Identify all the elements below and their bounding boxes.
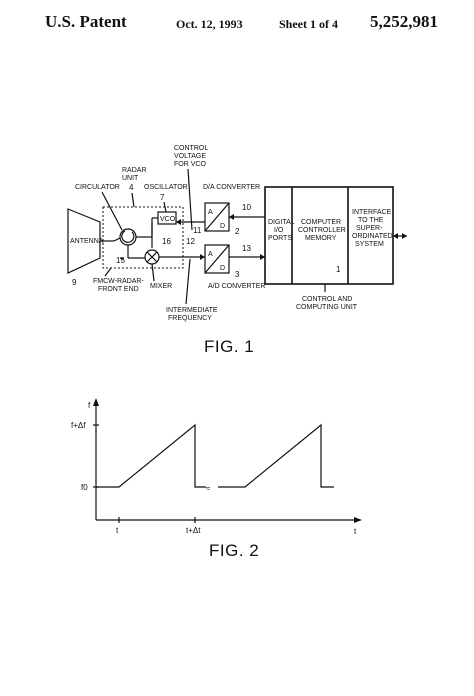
x-tick-t-plus-dt: t+Δt — [186, 526, 201, 535]
ad-output-arrow — [260, 254, 265, 260]
ref-4: 4 — [129, 183, 134, 192]
digital-io-label-2: I/O — [274, 227, 284, 234]
ref-9: 9 — [72, 278, 77, 287]
fig2-caption: FIG. 2 — [209, 541, 259, 560]
ad-converter-box — [204, 244, 230, 274]
control-voltage-label-3: FOR VCO — [174, 161, 206, 168]
ref-10: 10 — [242, 203, 251, 212]
da-converter-label: D/A CONVERTER — [203, 184, 260, 191]
fig2-chart: f f+Δf f0 t t+Δt t ≈ FIG. 2 — [71, 398, 362, 560]
ad-input-arrow — [200, 254, 205, 260]
sheet-number: Sheet 1 of 4 — [279, 17, 338, 31]
y-axis-arrow — [93, 398, 99, 406]
control-unit-label-2: COMPUTING UNIT — [296, 304, 358, 311]
circulator-arrow — [121, 230, 135, 243]
front-end-label-1: FMCW-RADAR- — [93, 278, 144, 285]
radar-unit-label-2: UNIT — [122, 175, 139, 182]
ad-converter-label: A/D CONVERTER — [208, 283, 265, 290]
digital-io-label-1: DIGITAL — [268, 219, 295, 226]
axis-break: ≈ — [206, 484, 211, 493]
interface-arrow-right — [402, 233, 407, 239]
antenna-shape — [67, 208, 101, 274]
ref-1: 1 — [336, 265, 341, 274]
computer-label-3: MEMORY — [305, 235, 337, 242]
interface-label-2: TO THE — [358, 217, 384, 224]
interface-label-4: ORDINATED — [352, 233, 393, 240]
x-tick-t: t — [116, 526, 119, 535]
ref-7: 7 — [160, 193, 165, 202]
ref-15: 15 — [116, 256, 125, 265]
ref-2: 2 — [235, 227, 240, 236]
y-axis-label: f — [88, 401, 91, 410]
computer-label-1: COMPUTER — [301, 219, 341, 226]
interface-arrow-left — [393, 233, 398, 239]
fig1-diagram: ANTENNA 9 VCO CIRCULATOR RADAR UNIT 4 OS… — [67, 145, 407, 356]
vco-input-arrow — [176, 219, 181, 225]
front-end-label-2: FRONT END — [98, 286, 139, 293]
oscillator-label: OSCILLATOR — [144, 184, 188, 191]
sweep-1 — [96, 423, 206, 488]
digital-io-label-3: PORTS — [268, 235, 292, 242]
fig1-caption: FIG. 1 — [204, 337, 254, 356]
control-voltage-label-1: CONTROL — [174, 145, 208, 152]
patent-number: 5,252,981 — [370, 12, 438, 31]
interface-label-5: SYSTEM — [355, 241, 384, 248]
interface-label-3: SUPER- — [356, 225, 383, 232]
control-unit-label-1: CONTROL AND — [302, 296, 352, 303]
y-tick-base: f0 — [81, 483, 88, 492]
da-input-arrow — [229, 214, 234, 220]
patent-label: U.S. Patent — [45, 12, 127, 31]
ref-11: 11 — [193, 226, 202, 235]
intermediate-label-2: FREQUENCY — [168, 315, 212, 322]
interface-label-1: INTERFACE — [352, 209, 392, 216]
mixer-label: MIXER — [150, 283, 172, 290]
ref-13: 13 — [242, 244, 251, 253]
ad-a-label: A — [208, 251, 213, 258]
x-axis-arrow — [354, 517, 362, 523]
ref-3: 3 — [235, 270, 240, 279]
circulator-label: CIRCULATOR — [75, 184, 120, 191]
antenna-label: ANTENNA — [70, 238, 104, 245]
ad-d-label: D — [220, 265, 225, 272]
control-voltage-label-2: VOLTAGE — [174, 153, 206, 160]
ref-12: 12 — [186, 237, 195, 246]
y-tick-top: f+Δf — [71, 421, 86, 430]
patent-date: Oct. 12, 1993 — [176, 17, 243, 31]
radar-unit-label-1: RADAR — [122, 167, 147, 174]
computer-label-2: CONTROLLER — [298, 227, 346, 234]
vco-label: VCO — [160, 216, 176, 223]
x-axis-label: t — [354, 527, 357, 536]
intermediate-label-1: INTERMEDIATE — [166, 307, 218, 314]
da-d-label: D — [220, 223, 225, 230]
radar-unit-box — [102, 206, 184, 269]
da-a-label: A — [208, 209, 213, 216]
ref-16: 16 — [162, 237, 171, 246]
sweep-2 — [218, 423, 334, 488]
